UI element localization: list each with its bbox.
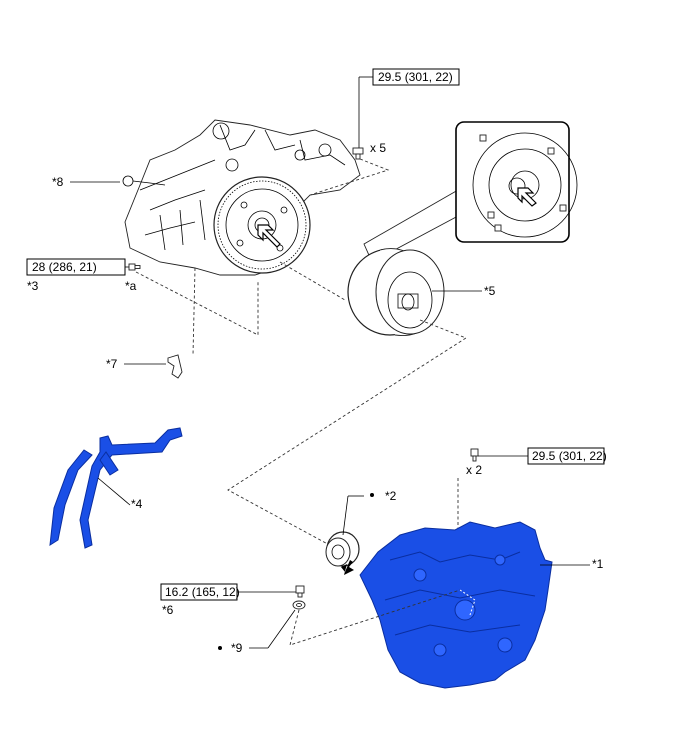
bracket-part-7: [167, 354, 183, 379]
torque-spec-right: 29.5 (301, 22): [532, 449, 607, 463]
bolt-icon-top: [352, 147, 364, 160]
label-part-4: *4: [131, 497, 143, 511]
torque-spec-top: 29.5 (301, 22): [378, 70, 453, 84]
label-part-6: *6: [162, 603, 174, 617]
label-part-5: *5: [484, 284, 496, 298]
arrow-icon-inset: [517, 187, 537, 207]
arrow-icon: [257, 224, 281, 248]
quantity-x2: x 2: [466, 463, 482, 477]
label-part-1: *1: [592, 557, 604, 571]
transaxle-assembly: [359, 521, 553, 689]
gasket-icon: [292, 600, 306, 610]
label-part-8: *8: [52, 175, 64, 189]
label-part-7: *7: [106, 357, 118, 371]
label-mark-a: *a: [125, 279, 137, 293]
bolt-icon-left: [128, 263, 141, 271]
drain-plug-icon: [295, 585, 305, 598]
bullet-icon-9: [218, 646, 222, 650]
quantity-x5: x 5: [370, 141, 386, 155]
oil-cooler-pipe: [49, 427, 183, 549]
torque-spec-left: 28 (286, 21): [32, 260, 97, 274]
label-part-2: *2: [385, 489, 397, 503]
bullet-icon: [370, 493, 374, 497]
oil-seal: [325, 531, 360, 567]
torque-converter: [347, 248, 445, 337]
detail-inset: [363, 121, 578, 263]
arrow-icon-seal: [341, 560, 354, 575]
label-part-9: *9: [231, 641, 243, 655]
engine-assembly: [122, 119, 361, 276]
bolt-icon-right: [470, 448, 479, 462]
torque-box-right: [527, 447, 605, 465]
label-part-3: *3: [27, 279, 39, 293]
torque-spec-bottom: 16.2 (165, 12): [165, 585, 240, 599]
